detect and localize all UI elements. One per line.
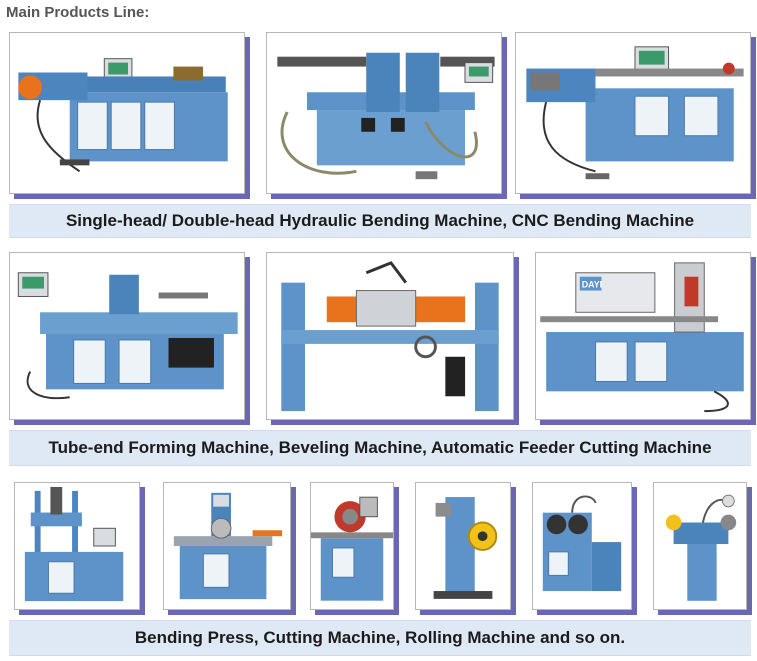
product-image-tube-end-forming [9,252,245,420]
product-image-grinding-machine [653,482,747,610]
cutting-machine-illustration [173,492,283,600]
brand-mark: DAYI [582,280,602,290]
caption-row1: Single-head/ Double-head Hydraulic Bendi… [9,204,751,238]
product-image-cutting-machine [163,482,291,610]
grinding-machine-illustration [665,494,737,601]
tube-end-forming-machine-illustration [17,272,238,400]
cnc-bending-machine-illustration [526,46,744,180]
page-title: Main Products Line: [6,4,150,21]
product-image-cnc-bending [515,32,751,194]
circular-saw-illustration [311,496,393,601]
product-image-double-head-bending [266,32,502,194]
caption-row2: Tube-end Forming Machine, Beveling Machi… [9,430,751,466]
automatic-feeder-cutting-machine-illustration: DAYI [540,262,744,413]
caption-row3: Bending Press, Cutting Machine, Rolling … [9,620,751,656]
rolling-machine-illustration [433,497,498,599]
single-head-bending-machine-illustration [18,58,228,173]
product-image-automatic-feeder-cutting: DAYI [535,252,751,420]
beveling-machine-illustration [281,261,499,412]
product-image-single-head-bending [9,32,245,194]
product-image-beveling [266,252,514,420]
product-image-rolling-machine [415,482,511,610]
product-image-bending-press [14,482,140,610]
double-head-bending-machine-illustration [277,52,495,180]
pipe-bender-illustration [542,495,622,592]
product-image-circular-saw [310,482,394,610]
bending-press-illustration [24,486,124,602]
product-image-pipe-bender [532,482,632,610]
